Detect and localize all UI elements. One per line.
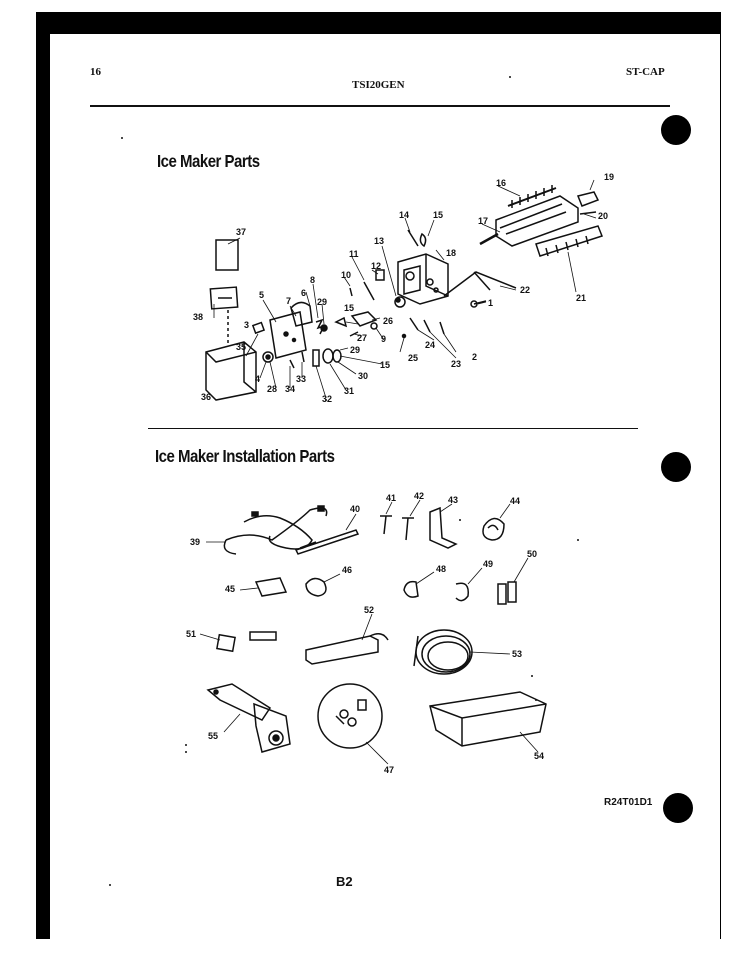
part-label: 16 — [496, 178, 507, 188]
part-39-shape — [225, 507, 328, 541]
part-label: 34 — [285, 384, 296, 394]
part-52-shape — [305, 635, 379, 665]
part-label: 30 — [358, 371, 369, 381]
part-label: 28 — [267, 384, 278, 394]
part-label: 15 — [344, 303, 355, 313]
part-label: 19 — [604, 172, 615, 182]
header-rule — [90, 105, 670, 107]
part-label: 29 — [317, 297, 328, 307]
illustration-code: R24T01D1 — [604, 797, 653, 808]
series-code: ST-CAP — [626, 66, 665, 78]
part-label: 7 — [286, 296, 292, 306]
part-label: 3 — [244, 320, 250, 330]
part-22-shape — [443, 271, 517, 297]
part-label: 27 — [357, 333, 368, 343]
part-label: 15 — [380, 360, 391, 370]
part-21-shape — [535, 225, 603, 257]
part-label: 24 — [425, 340, 436, 350]
punch-hole-top — [661, 115, 691, 145]
part-54-shape — [429, 691, 547, 747]
section-title-ice-maker-parts: Ice Maker Parts — [157, 152, 260, 172]
part-5-shape — [269, 311, 307, 359]
part-label: 52 — [364, 605, 375, 615]
page-number: 16 — [90, 66, 101, 78]
part-label: 41 — [386, 493, 397, 503]
part-label: 55 — [208, 731, 219, 741]
part-label: 4 — [255, 374, 261, 384]
part-label: 44 — [510, 496, 521, 506]
part-label: 15 — [433, 210, 444, 220]
part-label: 6 — [301, 288, 307, 298]
part-label: 35 — [236, 342, 247, 352]
part-label: 32 — [322, 394, 333, 404]
part-label: 9 — [381, 334, 387, 344]
part-label: 54 — [534, 751, 545, 761]
part-label: 18 — [446, 248, 457, 258]
part-label: 37 — [236, 227, 247, 237]
part-47-shape — [317, 683, 383, 749]
part-label: 39 — [190, 537, 201, 547]
part-37-shape — [215, 239, 239, 271]
part-label: 33 — [296, 374, 307, 384]
part-label: 13 — [374, 236, 385, 246]
part-label: 29 — [350, 345, 361, 355]
part-45-shape — [254, 577, 288, 597]
part-18-shape — [397, 253, 449, 305]
part-17-shape — [495, 195, 579, 247]
part-40-shape — [294, 529, 360, 555]
part-38-shape — [209, 286, 239, 310]
page-sheet — [50, 34, 720, 939]
part-label: 38 — [193, 312, 204, 322]
part-label: 8 — [310, 275, 316, 285]
part-label: 20 — [598, 211, 609, 221]
part-label: 10 — [341, 270, 352, 280]
part-label: 12 — [371, 261, 382, 271]
part-label: 46 — [342, 565, 353, 575]
part-label: 21 — [576, 293, 587, 303]
punch-hole-bottom — [663, 793, 693, 823]
part-55-shape — [206, 683, 272, 721]
part-label: 14 — [399, 210, 410, 220]
part-label: 40 — [350, 504, 361, 514]
part-label: 25 — [408, 353, 419, 363]
part-label: 48 — [436, 564, 447, 574]
part-43-shape — [429, 506, 458, 549]
part-46-shape — [305, 577, 327, 597]
part-label: 43 — [448, 495, 459, 505]
part-label: 36 — [201, 392, 212, 402]
part-label: 49 — [483, 559, 494, 569]
part-label: 45 — [225, 584, 236, 594]
part-44-shape — [482, 517, 505, 541]
part-label: 26 — [383, 316, 394, 326]
part-label: 17 — [478, 216, 489, 226]
part-label: 50 — [527, 549, 538, 559]
part-label: 53 — [512, 649, 523, 659]
part-label: 23 — [451, 359, 462, 369]
punch-hole-middle — [661, 452, 691, 482]
part-label: 11 — [349, 249, 359, 259]
part-label: 31 — [344, 386, 355, 396]
part-label: 2 — [472, 352, 478, 362]
part-label: 47 — [384, 765, 395, 775]
section-title-installation-parts: Ice Maker Installation Parts — [155, 447, 335, 467]
part-label: 51 — [186, 629, 197, 639]
model-number: TSI20GEN — [352, 79, 405, 91]
section-divider — [148, 428, 638, 429]
footer-page-code: B2 — [336, 874, 353, 889]
part-label: 22 — [520, 285, 531, 295]
part-label: 5 — [259, 290, 265, 300]
part-label: 42 — [414, 491, 425, 501]
part-label: 1 — [488, 298, 494, 308]
